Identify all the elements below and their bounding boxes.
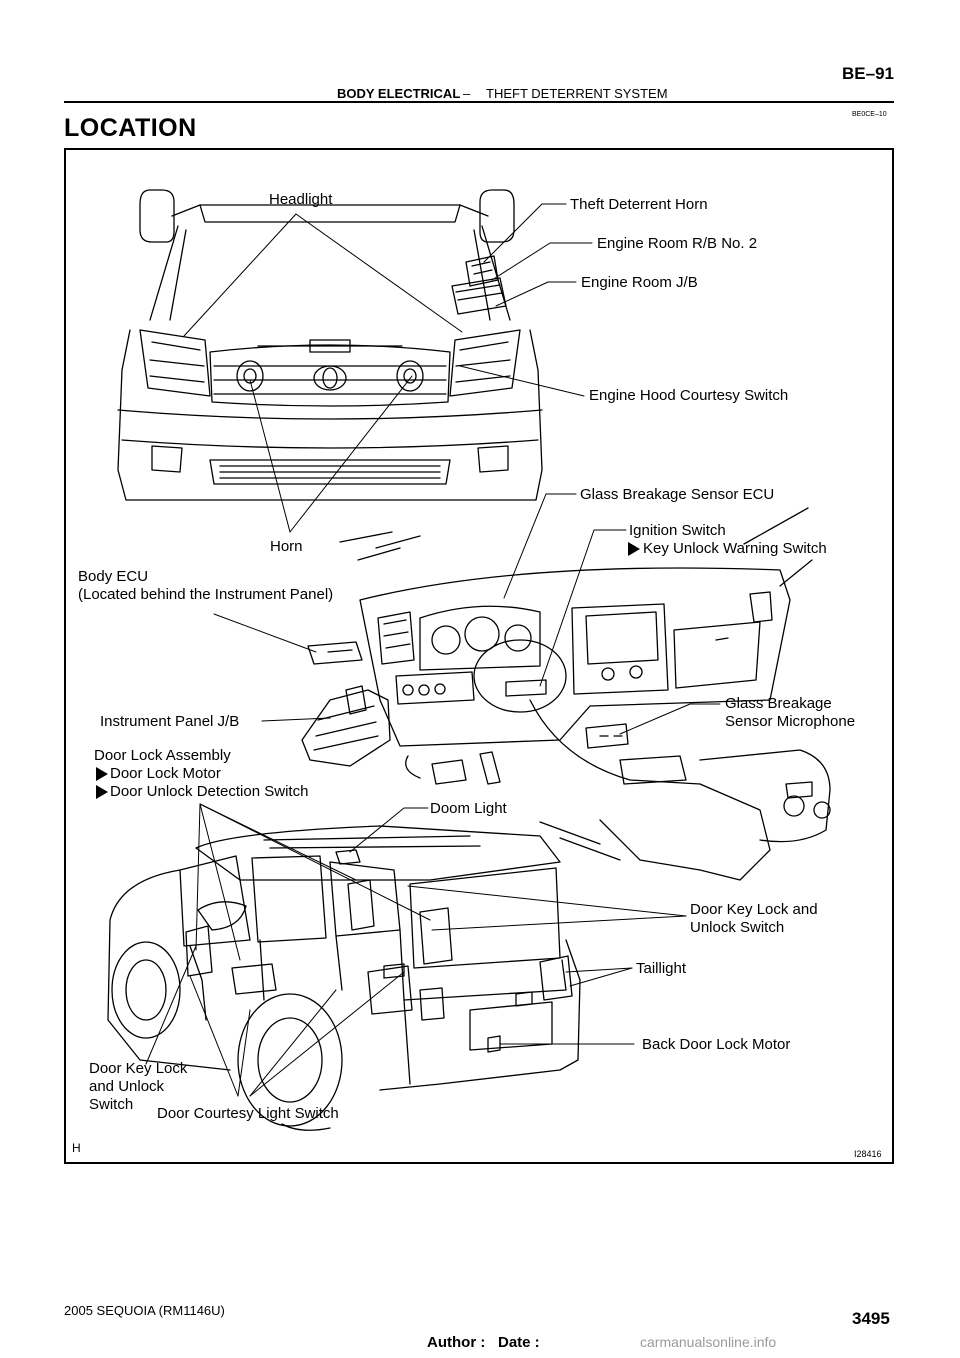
footer-date: Date :: [498, 1334, 540, 1351]
bullet-markers: [96, 542, 640, 799]
label-door-lock-assembly: Door Lock Assembly: [94, 747, 231, 764]
label-body-ecu: Body ECU: [78, 568, 149, 585]
header-rule: [64, 101, 894, 103]
figure-corner-mark: H: [72, 1141, 81, 1155]
label-instrument-panel-jb: Instrument Panel J/B: [100, 713, 240, 730]
bullet-triangle-icon: [96, 785, 108, 799]
leader-lines: [145, 203, 721, 1097]
footer-page-number: 3495: [852, 1309, 890, 1328]
dashboard-drawing: [339, 507, 831, 881]
label-door-key-lock-left: Door Key Lock and Unlock Switch: [89, 1060, 188, 1113]
label-door-key-lock-right: Door Key Lock and Unlock Switch: [690, 901, 818, 936]
label-glass-breakage-ecu: Glass Breakage Sensor ECU: [580, 486, 775, 503]
label-headlight: Headlight: [269, 191, 333, 208]
bullet-triangle-icon: [96, 767, 108, 781]
front-vehicle-drawing: [117, 189, 543, 501]
label-taillight: Taillight: [636, 960, 687, 977]
label-key-unlock-warning-switch: Key Unlock Warning Switch: [643, 540, 827, 557]
label-ignition-switch: Ignition Switch: [629, 522, 726, 539]
label-body-ecu-note: (Located behind the Instrument Panel): [78, 586, 334, 603]
header-topic: THEFT DETERRENT SYSTEM: [486, 86, 668, 101]
label-engine-room-jb: Engine Room J/B: [581, 274, 698, 291]
header-section: BODY ELECTRICAL: [337, 86, 461, 101]
label-engine-room-rb2: Engine Room R/B No. 2: [597, 235, 758, 252]
label-door-courtesy-light-switch: Door Courtesy Light Switch: [157, 1105, 339, 1122]
header-page-code: BE–91: [842, 64, 894, 83]
label-engine-hood-courtesy-switch: Engine Hood Courtesy Switch: [589, 387, 789, 404]
watermark: carmanualsonline.info: [640, 1334, 777, 1350]
doc-code: BE0CE–10: [852, 111, 887, 118]
bullet-triangle-icon: [628, 542, 640, 556]
label-horn: Horn: [270, 538, 303, 555]
header-separator: –: [463, 86, 471, 101]
footer-model: 2005 SEQUOIA (RM1146U): [64, 1303, 225, 1318]
figure-id: I28416: [854, 1149, 882, 1159]
label-glass-breakage-microphone: Glass Breakage Sensor Microphone: [725, 695, 856, 730]
footer-author: Author :: [427, 1334, 486, 1351]
label-doom-light: Doom Light: [430, 800, 507, 817]
label-theft-deterrent-horn: Theft Deterrent Horn: [570, 196, 708, 213]
rear-vehicle-drawing: [107, 825, 581, 1131]
ecu-jb-drawing: [301, 641, 391, 767]
label-back-door-lock-motor: Back Door Lock Motor: [642, 1036, 791, 1053]
page-title: LOCATION: [64, 114, 197, 142]
label-door-unlock-detection-switch: Door Unlock Detection Switch: [110, 783, 309, 800]
figure-frame: [64, 148, 894, 1164]
label-door-lock-motor: Door Lock Motor: [110, 765, 221, 782]
